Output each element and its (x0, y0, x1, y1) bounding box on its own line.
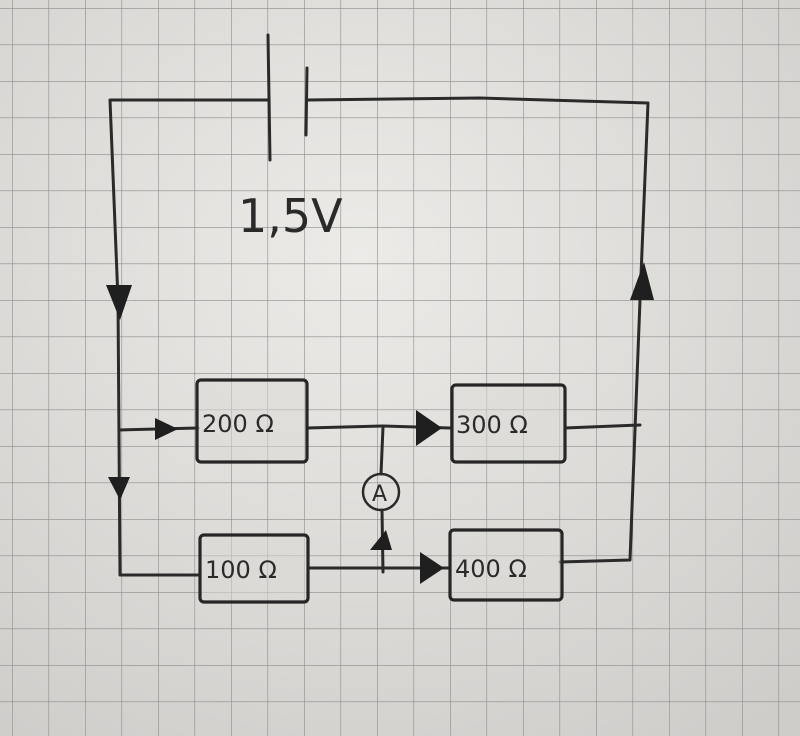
resistor-label: 200 Ω (202, 410, 274, 438)
battery-long-plate (266, 33, 272, 162)
arrow-up-icon (630, 262, 654, 300)
arrow-down-icon (108, 477, 130, 500)
arrow-right-icon (416, 410, 442, 446)
resistor-200: 200 Ω (195, 378, 309, 464)
arrow-down-icon (106, 285, 132, 320)
resistor-label: 100 Ω (205, 556, 277, 584)
arrow-up-icon (370, 530, 392, 550)
ammeter-label: A (372, 482, 387, 507)
resistor-400: 400 Ω (448, 528, 564, 602)
resistor-label: 400 Ω (455, 555, 527, 583)
battery-voltage-label: 1,5V (238, 189, 343, 243)
battery: 1,5V (238, 33, 343, 243)
arrow-right-icon (420, 552, 444, 584)
wire-right (305, 96, 650, 564)
current-arrows (106, 262, 654, 584)
resistor-300: 300 Ω (450, 383, 567, 464)
resistor-label: 300 Ω (456, 411, 528, 439)
resistor-100: 100 Ω (198, 533, 310, 604)
ammeter: A (361, 472, 401, 512)
wire-ammeter-top (379, 425, 385, 476)
battery-short-plate (304, 66, 309, 137)
arrow-right-icon (155, 418, 178, 440)
wire-300-out (563, 423, 642, 430)
